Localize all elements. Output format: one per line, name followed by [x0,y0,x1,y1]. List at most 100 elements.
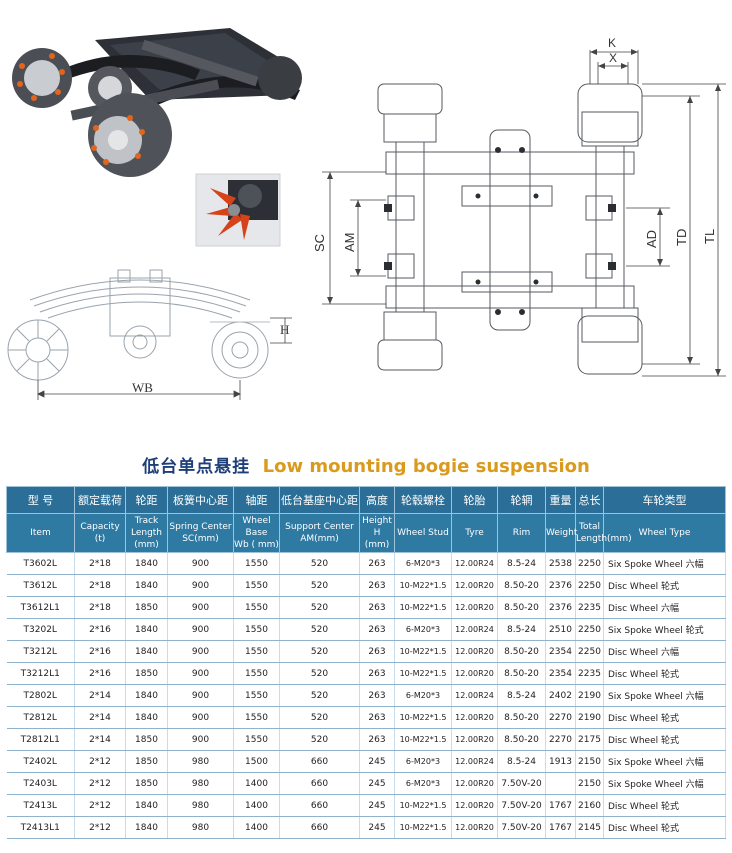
table-cell: T2812L [6,706,75,729]
table-cell: 2*12 [74,772,126,795]
header-en-line: Spring Center [169,522,232,532]
table-cell: 6-M20*3 [394,618,452,641]
table-cell: 12.00R20 [451,640,498,663]
header-cn-cell: 轮毂螺栓 [394,486,452,514]
table-cell: 900 [167,596,234,619]
table-cell: 1850 [125,772,168,795]
table-cell: T3602L [6,552,75,575]
table-cell: 2150 [575,750,604,773]
dim-label-ad: AD [644,230,659,248]
table-cell: 2250 [575,618,604,641]
header-en-line: Support Center [285,522,354,532]
inset-photo [195,173,281,247]
header-en-line: Length(mm) [576,533,632,545]
table-cell: 6-M20*3 [394,552,452,575]
table-cell: 263 [359,728,395,751]
header-cn-cell: 总长 [575,486,604,514]
table-cell: Disc Wheel 轮式 [603,728,726,751]
table-cell: 263 [359,552,395,575]
table-cell: 7.50V-20 [497,794,546,817]
table-header-chinese: 型 号额定载荷轮距板簧中心距轴距低台基座中心距高度轮毂螺栓轮胎轮辋重量总长车轮类… [6,486,726,514]
table-cell: 2402 [545,684,576,707]
dim-label-h: H [280,322,289,337]
table-cell: Disc Wheel 轮式 [603,574,726,597]
table-cell: 1400 [233,794,280,817]
header-en-line: Rim [512,528,531,538]
table-cell: Disc Wheel 轮式 [603,662,726,685]
table-cell: 1550 [233,640,280,663]
header-en-line: Capacity [80,522,120,532]
table-cell: 245 [359,750,395,773]
table-cell: 1767 [545,816,576,839]
table-cell: 263 [359,684,395,707]
table-cell: T2413L [6,794,75,817]
table-cell: 900 [167,618,234,641]
table-cell: 10-M22*1.5 [394,706,452,729]
table-cell: 2354 [545,662,576,685]
table-cell: T3212L [6,640,75,663]
table-cell: 2*18 [74,552,126,575]
dim-label-td: TD [674,229,689,246]
table-cell: Disc Wheel 轮式 [603,816,726,839]
table-cell: 8.5-24 [497,618,546,641]
table-cell: 2175 [575,728,604,751]
table-cell: 900 [167,706,234,729]
table-cell: 1840 [125,574,168,597]
table-cell: 1767 [545,794,576,817]
table-cell: 520 [279,552,360,575]
table-cell: 12.00R24 [451,552,498,575]
header-en-line: Wheel Base [242,516,271,538]
table-cell: 2*12 [74,816,126,839]
figures-area: H WB [7,28,726,400]
plan-view-dimensions [322,49,726,377]
table-cell: 12.00R20 [451,728,498,751]
table-cell: 2*12 [74,794,126,817]
header-cn-cell: 轮胎 [451,486,498,514]
header-en-line: Wheel Type [638,528,691,538]
header-en-cell: Capacity(t) [74,513,126,553]
table-cell: Six Spoke Wheel 六幅 [603,750,726,773]
table-cell: 2190 [575,684,604,707]
table-cell: 2250 [575,552,604,575]
table-cell [545,772,576,795]
table-cell: T2413L1 [6,816,75,839]
table-cell: 1550 [233,728,280,751]
table-cell: 2354 [545,640,576,663]
table-cell: 8.50-20 [497,706,546,729]
table-cell: 1550 [233,684,280,707]
table-cell: 2376 [545,596,576,619]
header-en-line: Track Length [130,516,163,538]
table-cell: 263 [359,662,395,685]
table-cell: 10-M22*1.5 [394,728,452,751]
header-en-line: AM(mm) [300,534,339,544]
table-cell: 245 [359,816,395,839]
table-cell: 2250 [575,574,604,597]
table-cell: T3612L1 [6,596,75,619]
table-cell: 980 [167,772,234,795]
table-cell: 263 [359,574,395,597]
table-cell: 2150 [575,772,604,795]
table-cell: 6-M20*3 [394,772,452,795]
header-en-cell: Track Length(mm) [125,513,168,553]
table-cell: 6-M20*3 [394,750,452,773]
header-cn-cell: 车轮类型 [603,486,726,514]
table-cell: 2*18 [74,574,126,597]
side-view-dimensions [37,317,292,400]
header-en-cell: Weight [545,513,577,553]
table-cell: 520 [279,706,360,729]
table-cell: 12.00R20 [451,706,498,729]
table-cell: 660 [279,794,360,817]
table-cell: 263 [359,596,395,619]
table-cell: 8.5-24 [497,750,546,773]
table-cell: 1400 [233,772,280,795]
table-cell: 2*16 [74,662,126,685]
